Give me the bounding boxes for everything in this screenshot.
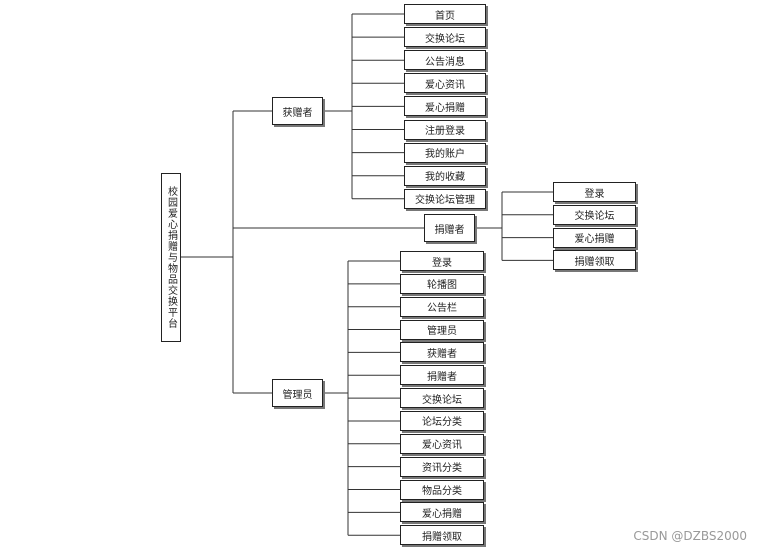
- admin-leaf-node: 捐赠领取: [400, 525, 484, 546]
- admin-leaf-node: 轮播图: [400, 273, 484, 294]
- admin-leaf-node: 论坛分类: [400, 410, 484, 431]
- admin-leaf-node: 爱心捐赠: [400, 502, 484, 523]
- admin-leaf-node: 管理员: [400, 319, 484, 340]
- recipient-leaf-node: 我的账户: [404, 142, 486, 163]
- recipient-leaf-node: 我的收藏: [404, 165, 486, 186]
- branch-node-donor: 捐赠者: [424, 214, 475, 242]
- donor-leaf-node: 捐赠领取: [553, 250, 636, 271]
- donor-leaf-node: 爱心捐赠: [553, 227, 636, 248]
- admin-leaf-node: 资讯分类: [400, 456, 484, 477]
- admin-leaf-node: 交换论坛: [400, 388, 484, 409]
- recipient-leaf-node: 注册登录: [404, 119, 486, 140]
- recipient-leaf-node: 交换论坛管理: [404, 188, 486, 209]
- recipient-leaf-node: 爱心捐赠: [404, 96, 486, 117]
- admin-leaf-node: 登录: [400, 251, 484, 271]
- admin-leaf-node: 物品分类: [400, 479, 484, 500]
- recipient-leaf-node: 爱心资讯: [404, 73, 486, 94]
- recipient-leaf-node: 首页: [404, 4, 486, 24]
- root-node: 校园爱心捐赠与物品交换平台: [161, 173, 181, 342]
- branch-node-recipient: 获赠者: [272, 97, 323, 125]
- admin-leaf-node: 获赠者: [400, 342, 484, 363]
- donor-leaf-node: 登录: [553, 182, 636, 202]
- admin-leaf-node: 公告栏: [400, 296, 484, 317]
- watermark-text: CSDN @DZBS2000: [633, 529, 747, 543]
- branch-node-admin: 管理员: [272, 379, 323, 407]
- donor-leaf-node: 交换论坛: [553, 204, 636, 225]
- recipient-leaf-node: 交换论坛: [404, 27, 486, 48]
- recipient-leaf-node: 公告消息: [404, 50, 486, 71]
- admin-leaf-node: 爱心资讯: [400, 433, 484, 454]
- admin-leaf-node: 捐赠者: [400, 365, 484, 386]
